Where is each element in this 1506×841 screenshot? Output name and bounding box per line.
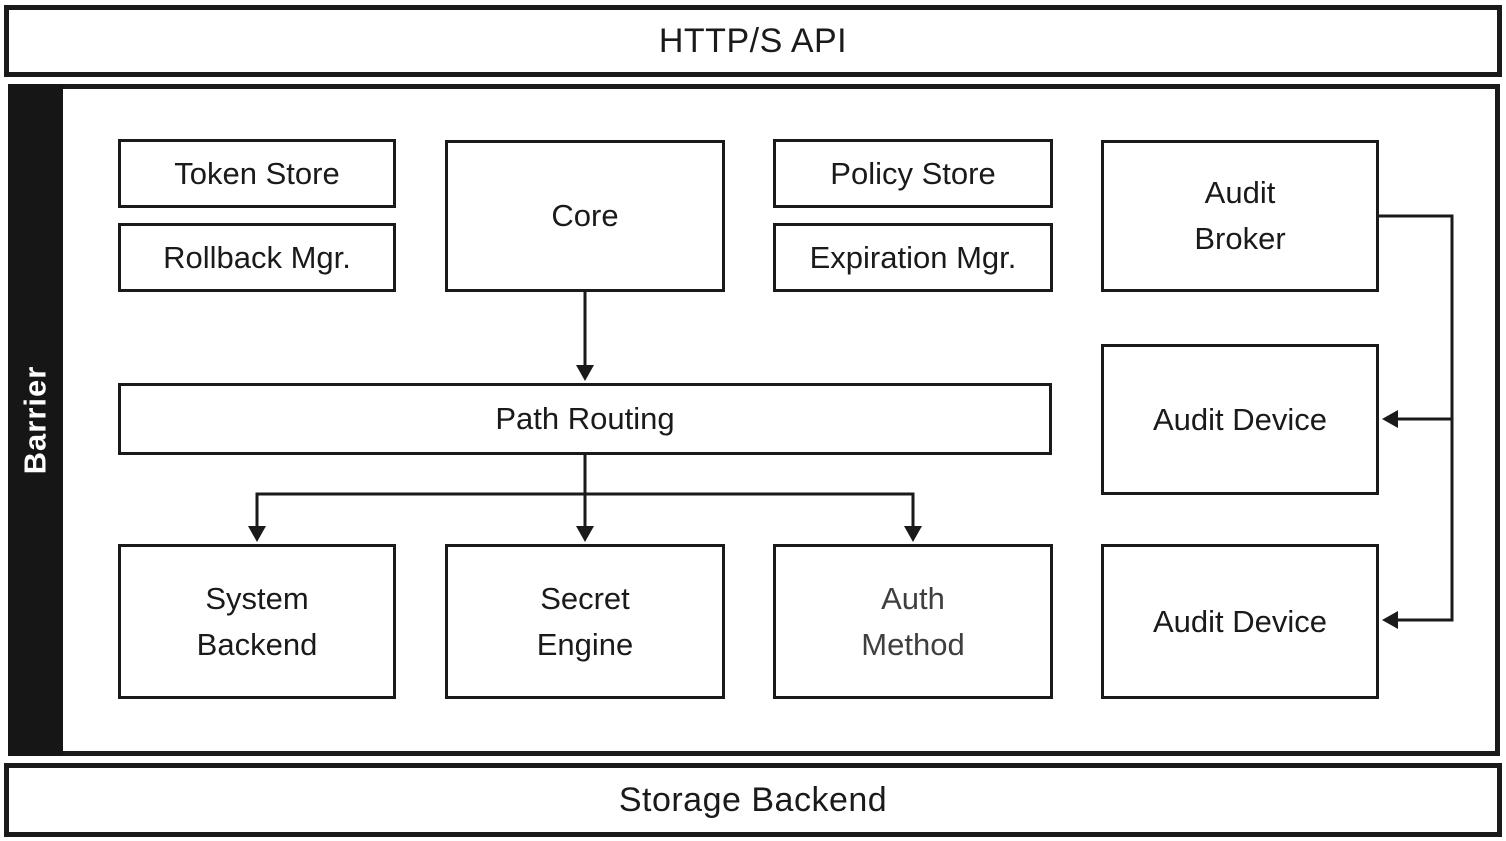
node-path-routing-label: Path Routing <box>495 401 675 437</box>
http-api-bar: HTTP/S API <box>4 5 1502 77</box>
node-audit-device-1: Audit Device <box>1101 344 1379 495</box>
node-audit-device-2: Audit Device <box>1101 544 1379 699</box>
node-policy-store: Policy Store <box>773 139 1053 208</box>
node-auth-method: Auth Method <box>773 544 1053 699</box>
node-core-label: Core <box>551 198 619 234</box>
node-rollback-mgr: Rollback Mgr. <box>118 223 396 292</box>
node-token-store-label: Token Store <box>174 155 340 191</box>
http-api-label: HTTP/S API <box>658 21 848 60</box>
node-system-backend: System Backend <box>118 544 396 699</box>
node-secret-engine: Secret Engine <box>445 544 725 699</box>
storage-backend-label: Storage Backend <box>618 780 888 819</box>
node-auth-method-label: Auth Method <box>861 580 965 662</box>
node-system-backend-label: System Backend <box>196 580 318 662</box>
node-audit-broker-label: Audit Broker <box>1194 175 1286 256</box>
node-expiration-mgr-label: Expiration Mgr. <box>809 239 1017 275</box>
node-audit-device-2-label: Audit Device <box>1152 603 1328 639</box>
node-policy-store-label: Policy Store <box>830 155 996 191</box>
node-token-store: Token Store <box>118 139 396 208</box>
barrier-label: Barrier <box>17 365 53 475</box>
node-audit-broker: Audit Broker <box>1101 140 1379 292</box>
storage-backend-bar: Storage Backend <box>4 763 1502 837</box>
barrier-sidebar: Barrier <box>8 84 63 756</box>
node-audit-device-1-label: Audit Device <box>1152 401 1328 437</box>
node-rollback-mgr-label: Rollback Mgr. <box>163 239 351 275</box>
node-core: Core <box>445 140 725 292</box>
node-secret-engine-label: Secret Engine <box>536 580 634 662</box>
node-path-routing: Path Routing <box>118 383 1052 455</box>
node-expiration-mgr: Expiration Mgr. <box>773 223 1053 292</box>
